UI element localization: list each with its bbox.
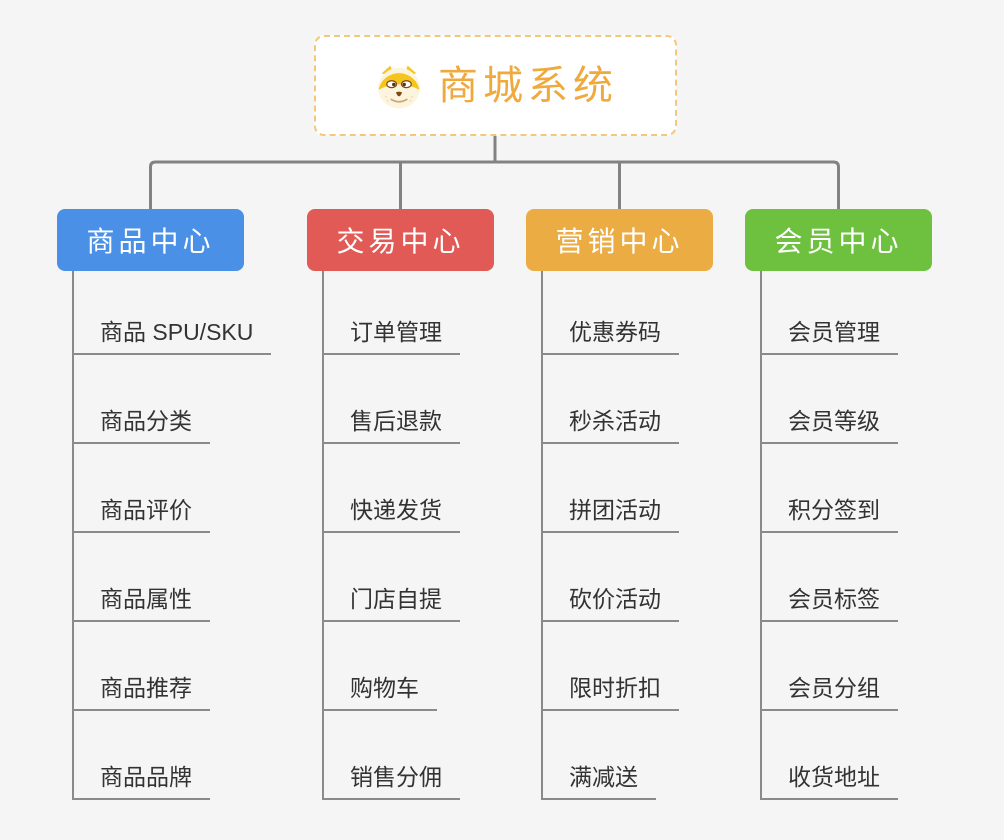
leaf-item[interactable]: 拼团活动 [543,444,679,533]
branch-column-marketing: 营销中心 优惠券码 秒杀活动 拼团活动 砍价活动 限时折扣 满减送 [526,209,713,800]
leaf-item[interactable]: 门店自提 [324,533,460,622]
root-node-mall-system[interactable]: 商城系统 [314,35,677,136]
branch-column-trade: 交易中心 订单管理 售后退款 快递发货 门店自提 购物车 销售分佣 [307,209,494,800]
branch-node-member[interactable]: 会员中心 [745,209,932,271]
branch-leaves-marketing: 优惠券码 秒杀活动 拼团活动 砍价活动 限时折扣 满减送 [541,271,713,800]
branch-leaves-member: 会员管理 会员等级 积分签到 会员标签 会员分组 收货地址 [760,271,932,800]
leaf-item[interactable]: 商品 SPU/SKU [74,271,272,355]
branch-leaves-trade: 订单管理 售后退款 快递发货 门店自提 购物车 销售分佣 [322,271,494,800]
leaf-item[interactable]: 秒杀活动 [543,355,679,444]
dog-face-icon [378,65,420,109]
leaf-item[interactable]: 会员等级 [762,355,898,444]
leaf-item[interactable]: 砍价活动 [543,533,679,622]
leaf-item[interactable]: 积分签到 [762,444,898,533]
leaf-item[interactable]: 商品属性 [74,533,210,622]
leaf-item[interactable]: 优惠券码 [543,271,679,355]
branch-column-member: 会员中心 会员管理 会员等级 积分签到 会员标签 会员分组 收货地址 [745,209,932,800]
branch-node-trade[interactable]: 交易中心 [307,209,494,271]
branch-node-marketing[interactable]: 营销中心 [526,209,713,271]
branch-leaves-product: 商品 SPU/SKU 商品分类 商品评价 商品属性 商品推荐 商品品牌 [72,271,272,800]
leaf-item[interactable]: 商品品牌 [74,711,210,800]
branch-node-product[interactable]: 商品中心 [57,209,244,271]
branch-column-product: 商品中心 商品 SPU/SKU 商品分类 商品评价 商品属性 商品推荐 商品品牌 [57,209,272,800]
leaf-item[interactable]: 会员分组 [762,622,898,711]
leaf-item[interactable]: 购物车 [324,622,437,711]
leaf-item[interactable]: 会员管理 [762,271,898,355]
leaf-item[interactable]: 销售分佣 [324,711,460,800]
leaf-item[interactable]: 商品分类 [74,355,210,444]
leaf-item[interactable]: 收货地址 [762,711,898,800]
leaf-item[interactable]: 商品评价 [74,444,210,533]
leaf-item[interactable]: 快递发货 [324,444,460,533]
leaf-item[interactable]: 满减送 [543,711,656,800]
leaf-item[interactable]: 售后退款 [324,355,460,444]
leaf-item[interactable]: 会员标签 [762,533,898,622]
leaf-item[interactable]: 限时折扣 [543,622,679,711]
leaf-item[interactable]: 订单管理 [324,271,460,355]
leaf-item[interactable]: 商品推荐 [74,622,210,711]
root-title: 商城系统 [438,63,618,108]
